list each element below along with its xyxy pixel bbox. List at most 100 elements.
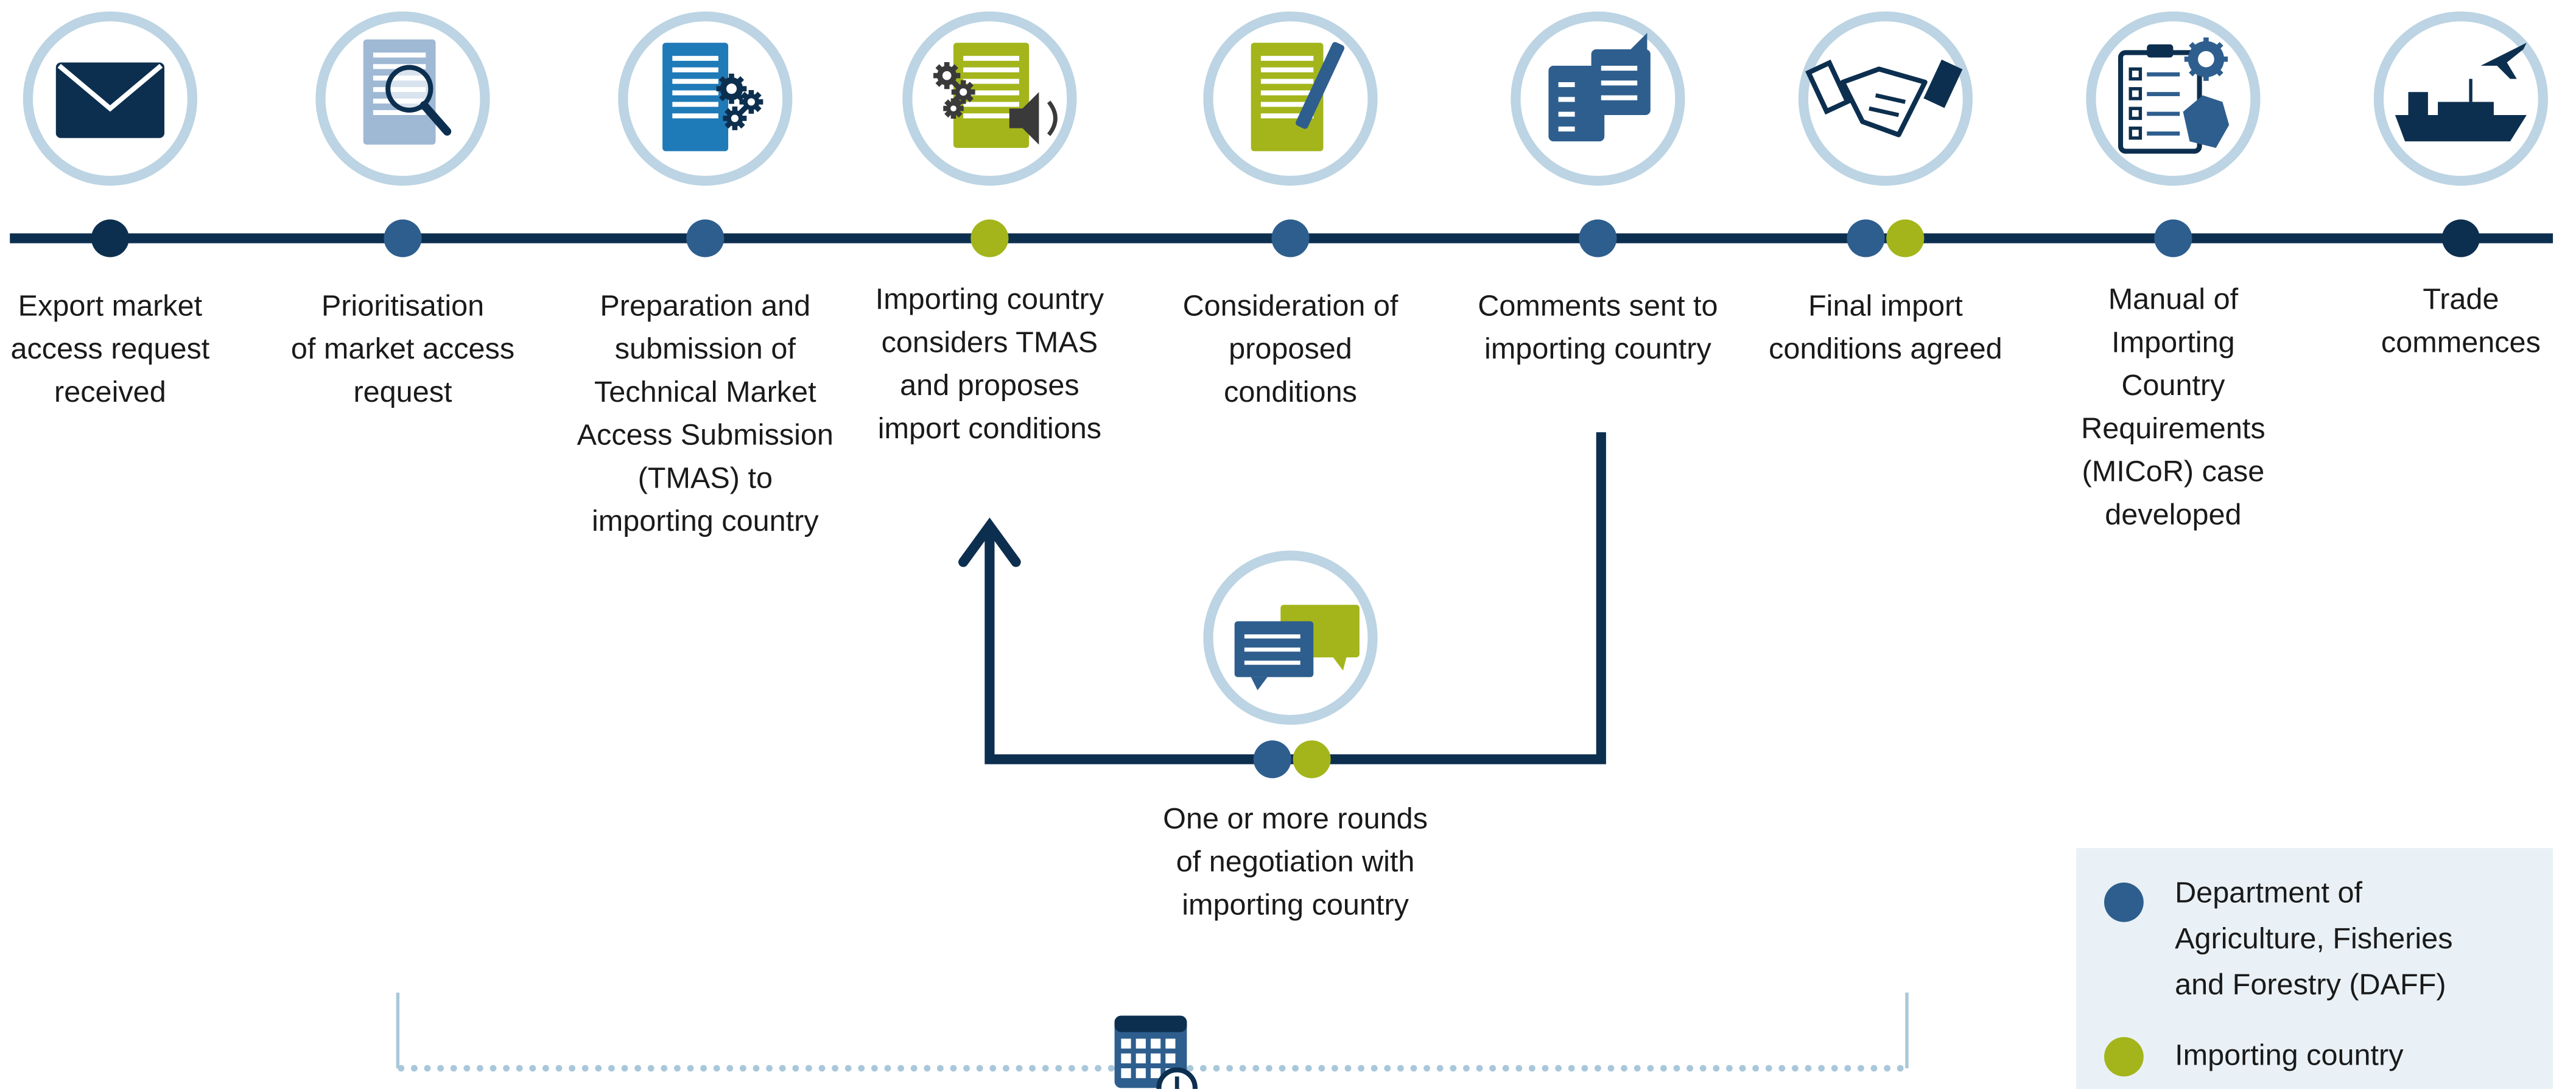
legend-swatch-daff xyxy=(2104,882,2144,922)
left-cuff xyxy=(1805,59,1851,115)
checklist-gear-australia-icon xyxy=(2118,37,2230,154)
negotiation-loop-arrowhead xyxy=(958,517,1021,567)
step-1-label-line: Export market xyxy=(18,289,203,322)
legend-label-importing-line: Importing country xyxy=(2175,1039,2404,1072)
back-document-line xyxy=(1558,97,1575,102)
step-2-label-line: Prioritisation xyxy=(321,289,484,322)
step-8-label-line: developed xyxy=(2105,498,2241,531)
step-8-dot-daff xyxy=(2154,219,2192,257)
step-2-dot-daff xyxy=(384,219,422,257)
step-7-label-line: Final import xyxy=(1808,289,1963,322)
doc-line xyxy=(672,79,718,84)
magnifier-lens xyxy=(385,65,433,113)
doc-line xyxy=(672,102,718,107)
doc-line xyxy=(672,113,718,119)
step-6-label-line: Comments sent to xyxy=(1478,289,1718,322)
negotiation-label-line: of negotiation with xyxy=(1176,845,1415,878)
calendar-cell xyxy=(1151,1068,1161,1079)
ship-hull xyxy=(2395,115,2527,142)
step-8-label-line: Manual of xyxy=(2108,283,2239,316)
doc-line xyxy=(373,52,426,58)
calendar-clock-icon xyxy=(1114,1015,1198,1092)
legend-label-importing: Importing country xyxy=(2175,1039,2404,1072)
chat-line xyxy=(1244,634,1300,639)
chat-bubble-back-tail xyxy=(1333,657,1347,671)
doc-line xyxy=(1260,67,1314,72)
step-3-label-line: importing country xyxy=(592,505,819,537)
doc-line xyxy=(1260,79,1314,84)
checkbox xyxy=(2129,87,2143,100)
step-4-label-line: considers TMAS xyxy=(882,326,1098,359)
chat-bubble-front-tail xyxy=(1251,677,1268,690)
gear-hole xyxy=(2198,51,2214,68)
step-6-label-line: importing country xyxy=(1484,332,1711,365)
checkbox xyxy=(2129,67,2143,81)
back-document-line xyxy=(1558,111,1575,117)
checklist-line xyxy=(2147,72,2180,77)
calendar-header xyxy=(1114,1015,1187,1032)
step-5-label-line: Consideration of xyxy=(1183,289,1399,322)
calendar-cell xyxy=(1165,1038,1176,1049)
step-8-label-line: Country xyxy=(2121,369,2225,402)
doc-line xyxy=(963,113,1019,119)
checklist-line xyxy=(2147,111,2180,116)
step-5-icon-circle xyxy=(1203,11,1378,186)
envelope-body xyxy=(55,62,164,138)
australia-map xyxy=(2183,95,2230,148)
gear-hole xyxy=(942,71,952,80)
step-3-dot-daff xyxy=(686,219,725,257)
magnifier-handle xyxy=(419,101,452,136)
calendar-cell xyxy=(1121,1053,1131,1063)
doc-line xyxy=(1260,113,1314,119)
documents-chat-icon xyxy=(1548,33,1651,142)
step-7-dot-daff xyxy=(1847,219,1885,257)
step-2-icon-circle xyxy=(315,11,490,186)
step-1-label-line: access request xyxy=(10,332,209,365)
doc-line xyxy=(963,67,1019,72)
handshake-icon xyxy=(1805,59,1963,138)
clipboard-clip xyxy=(2147,44,2174,58)
calendar-cell xyxy=(1121,1068,1131,1079)
step-6-label: Comments sent to importing country xyxy=(1478,289,1718,365)
negotiation-label-line: importing country xyxy=(1182,888,1409,921)
step-3-label-line: (TMAS) to xyxy=(638,461,773,494)
gear-hole xyxy=(747,98,755,106)
legend-box xyxy=(2076,848,2553,1092)
step-1-icon-circle xyxy=(23,11,197,186)
gear-hole xyxy=(950,105,956,112)
finger-lines xyxy=(1869,93,1906,117)
step-4-dot-importing xyxy=(970,219,1009,257)
doc-line xyxy=(963,102,1019,107)
step-3-label-line: Technical Market xyxy=(594,376,816,408)
document-pen-icon xyxy=(1251,42,1345,152)
step-9-label-line: Trade xyxy=(2423,283,2499,316)
step-4-label-line: and proposes xyxy=(900,369,1079,402)
chat-bubble-line xyxy=(1601,80,1638,86)
document-gears-icon xyxy=(662,43,763,152)
legend-swatch-importing xyxy=(2104,1037,2144,1077)
step-9-label-line: commences xyxy=(2381,326,2541,359)
step-5-dot-daff xyxy=(1271,219,1310,257)
legend-label-daff-line: and Forestry (DAFF) xyxy=(2175,968,2446,1001)
negotiation-label-line: One or more rounds xyxy=(1163,802,1428,835)
chat-bubble-tail xyxy=(1630,33,1648,53)
legend-label-daff-line: Agriculture, Fisheries xyxy=(2175,922,2452,955)
chat-line xyxy=(1244,660,1300,665)
document-gears-speaker-icon xyxy=(933,43,1058,148)
step-8-label-line: (MICoR) case xyxy=(2082,455,2265,488)
speaker-body xyxy=(1009,92,1039,145)
step-2-label-line: request xyxy=(353,376,452,408)
right-cuff xyxy=(1923,59,1963,108)
negotiation-dot-importing xyxy=(1293,740,1331,779)
step-6-dot-daff xyxy=(1579,219,1617,257)
step-1-dot-dark xyxy=(91,219,129,257)
gear-hole xyxy=(960,88,967,96)
calendar-cell xyxy=(1165,1053,1176,1063)
